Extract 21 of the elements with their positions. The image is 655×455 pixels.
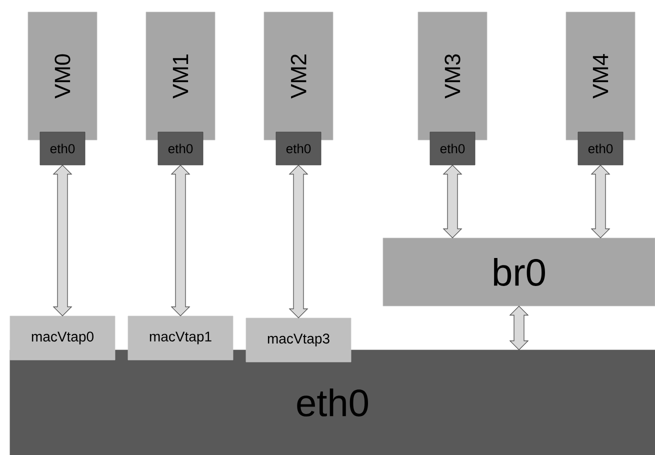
double-arrow bbox=[509, 306, 529, 350]
macvtap-box: macVtap0 bbox=[10, 316, 116, 360]
vm-box: VM0 bbox=[28, 12, 98, 140]
interface-box: eth0 bbox=[158, 132, 204, 166]
vm-box: VM4 bbox=[566, 12, 636, 140]
host-interface-box: eth0 bbox=[10, 350, 655, 455]
vm-box: VM2 bbox=[264, 12, 334, 140]
double-arrow bbox=[442, 164, 462, 238]
double-arrow bbox=[170, 164, 190, 316]
macvtap-box: macVtap1 bbox=[128, 316, 234, 360]
double-arrow bbox=[288, 164, 308, 318]
double-arrow bbox=[52, 164, 72, 316]
interface-box: eth0 bbox=[578, 132, 624, 166]
bridge-box: br0 bbox=[382, 238, 655, 306]
macvtap-box: macVtap3 bbox=[246, 318, 352, 362]
interface-box: eth0 bbox=[430, 132, 476, 166]
vm-box: VM1 bbox=[146, 12, 216, 140]
interface-box: eth0 bbox=[276, 132, 322, 166]
double-arrow bbox=[590, 164, 610, 238]
vm-box: VM3 bbox=[418, 12, 488, 140]
interface-box: eth0 bbox=[40, 132, 86, 166]
